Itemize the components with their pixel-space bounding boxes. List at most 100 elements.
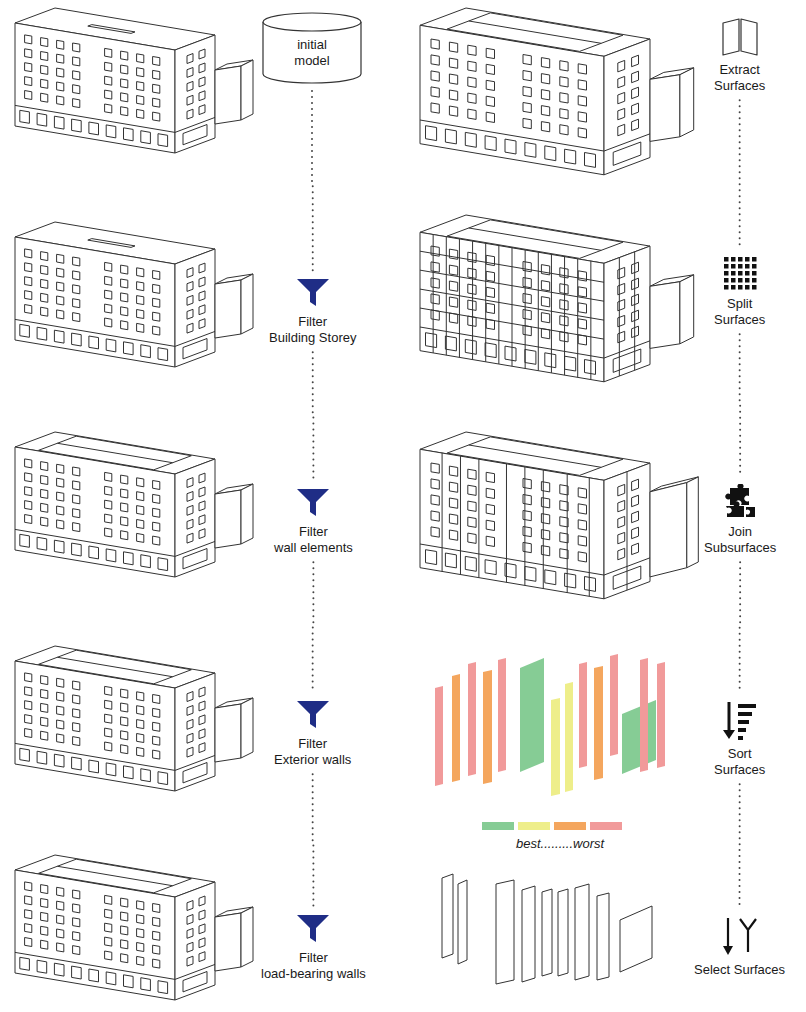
- window: [199, 529, 205, 539]
- window: [73, 495, 80, 504]
- funnel-icon: [296, 278, 330, 308]
- window: [153, 508, 160, 517]
- grid-dot: [738, 264, 743, 269]
- window: [187, 323, 193, 333]
- ground-window: [106, 125, 116, 138]
- window: [73, 737, 80, 746]
- scored-surface: [657, 662, 665, 768]
- window: [449, 530, 457, 540]
- window: [431, 87, 439, 97]
- ground-window: [183, 125, 207, 145]
- window: [523, 55, 531, 65]
- ground-window: [37, 960, 47, 973]
- window: [57, 96, 64, 105]
- sort-bar: [738, 720, 749, 724]
- step-label: initial model: [294, 37, 329, 68]
- long-facade: [15, 237, 175, 367]
- split-line: [512, 248, 513, 366]
- ground-window: [89, 336, 99, 349]
- window: [578, 552, 586, 562]
- window: [105, 486, 112, 495]
- annex-side: [687, 477, 699, 568]
- window: [199, 263, 205, 273]
- ground-window: [141, 131, 151, 144]
- window: [73, 85, 80, 94]
- window: [137, 282, 144, 291]
- ground-window: [183, 549, 207, 569]
- short-facade: [175, 249, 215, 367]
- window: [153, 917, 160, 926]
- ground-window: [465, 556, 476, 571]
- window: [153, 931, 160, 940]
- join-line: [506, 464, 507, 582]
- step-label: Filter: [299, 524, 328, 540]
- window: [431, 262, 439, 272]
- step-label: Join Subsurfaces: [704, 524, 776, 555]
- window: [153, 722, 160, 731]
- window: [41, 717, 48, 726]
- window: [153, 708, 160, 717]
- scored-surface: [610, 654, 618, 756]
- window: [431, 495, 439, 505]
- window: [187, 95, 193, 105]
- annex-front: [215, 280, 241, 338]
- window: [121, 93, 128, 102]
- window: [431, 278, 439, 288]
- window: [468, 284, 476, 294]
- scored-surface: [520, 658, 544, 772]
- split-line: [551, 254, 552, 372]
- window: [41, 703, 48, 712]
- ground-window: [505, 139, 516, 154]
- sort-arrow: [727, 702, 730, 734]
- join-line: [589, 478, 590, 596]
- step-label: load-bearing walls: [261, 966, 366, 982]
- selected-surface: [597, 893, 609, 980]
- building-model: [420, 215, 694, 382]
- ground-window: [54, 116, 64, 129]
- grid-dot: [724, 278, 729, 283]
- window: [541, 122, 549, 132]
- grid-dot: [738, 271, 743, 276]
- window: [57, 901, 64, 910]
- ground-window: [525, 142, 536, 157]
- scored-surface: [483, 670, 492, 784]
- window: [199, 729, 205, 739]
- ground-window: [445, 336, 456, 351]
- window: [523, 310, 531, 320]
- window: [199, 701, 205, 711]
- window: [57, 678, 64, 687]
- funnel-icon: [296, 700, 330, 730]
- window: [187, 942, 193, 952]
- window: [137, 520, 144, 529]
- grid-dot: [745, 271, 750, 276]
- funnel-shape: [297, 279, 329, 306]
- window: [73, 99, 80, 108]
- window: [523, 87, 531, 97]
- window: [523, 103, 531, 113]
- window: [57, 734, 64, 743]
- window: [187, 519, 193, 529]
- ground-window: [20, 748, 30, 761]
- window: [121, 279, 128, 288]
- window: [105, 909, 112, 918]
- window: [105, 500, 112, 509]
- step-label: Filter: [298, 736, 327, 752]
- window: [153, 904, 160, 913]
- scored-surface: [622, 700, 656, 774]
- ground-window: [505, 346, 516, 361]
- ground-window: [20, 957, 30, 970]
- grid-dot: [724, 271, 729, 276]
- window: [25, 501, 32, 510]
- ground-window: [525, 566, 536, 581]
- window: [199, 63, 205, 73]
- window: [105, 104, 112, 113]
- split-line: [420, 251, 604, 282]
- window: [121, 489, 128, 498]
- dotted-connector: [739, 334, 741, 477]
- annex-front: [650, 75, 680, 142]
- ground-window: [565, 573, 576, 588]
- window: [199, 896, 205, 906]
- window: [41, 279, 48, 288]
- window: [41, 38, 48, 47]
